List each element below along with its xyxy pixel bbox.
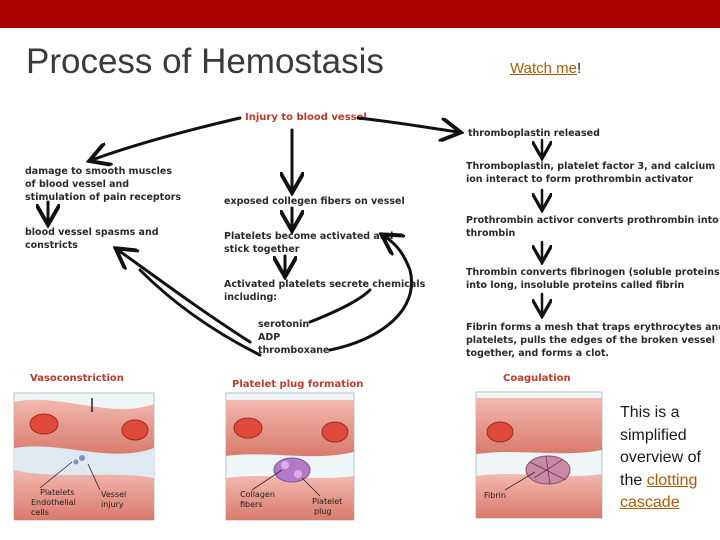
p1-label-injury: injury [101, 500, 124, 509]
secrete-line-2: including: [224, 292, 277, 303]
clotting-link[interactable]: clotting [646, 471, 698, 489]
injury-label: Injury to blood vessel [245, 112, 367, 123]
watch-me-suffix: ! [576, 60, 582, 77]
p2-label-collagen: Collagen [240, 490, 275, 499]
step2-line-1: Thromboplastin, platelet factor 3, and c… [466, 161, 715, 172]
p2-label-plug: plug [314, 507, 331, 516]
panel-coagulation-image [475, 391, 603, 519]
overview-note-text: This is a simplified overview of the [620, 404, 701, 489]
cascade-link[interactable]: cascade [620, 494, 680, 511]
step1-label: thromboplastin released [468, 128, 600, 139]
chemical-thromboxane: thromboxane [258, 345, 330, 356]
arrow-injury-to-damage [92, 116, 242, 160]
arrow-injury-to-thromboplastin [356, 116, 458, 132]
arrow-feedback-loop [328, 236, 413, 352]
step5-line-3: together, and forms a clot. [466, 348, 609, 359]
chemical-serotonin: serotonin [258, 319, 309, 330]
watch-me-link[interactable]: Watch me [510, 60, 577, 77]
step3-line-2: thrombin [466, 228, 515, 239]
step5-line-1: Fibrin forms a mesh that traps erythrocy… [466, 322, 720, 333]
p1-label-cells: cells [31, 508, 49, 517]
step2-line-2: ion interact to form prothrombin activat… [466, 174, 693, 185]
spasm-line-2: constricts [25, 240, 78, 251]
arrow-thromboxane-to-spasm [138, 268, 262, 357]
panel-plug-image [225, 392, 355, 521]
panel-plug-title: Platelet plug formation [232, 379, 363, 390]
watch-me-line: Watch me! [510, 60, 581, 77]
damage-line-3: stimulation of pain receptors [25, 192, 181, 203]
panel-vasoconstriction-image [13, 392, 155, 521]
page-title: Process of Hemostasis [26, 42, 384, 81]
secrete-line-1: Activated platelets secrete chemicals [224, 279, 426, 290]
damage-line-2: of blood vessel and [25, 179, 129, 190]
step4-line-1: Thrombin converts fibrinogen (soluble pr… [466, 267, 720, 278]
overview-note: This is a simplified overview of the clo… [620, 402, 718, 515]
p1-label-endothelial: Endothelial [31, 498, 76, 507]
arrow-feedback-inner [308, 288, 372, 324]
panel-coagulation-title: Coagulation [503, 373, 571, 384]
p2-label-fibers: fibers [240, 500, 263, 509]
activated-line-2: stick together [224, 244, 300, 255]
step4-line-2: into long, insoluble proteins called fib… [466, 280, 685, 291]
activated-line-1: Platelets become activated and [224, 231, 393, 242]
p1-label-platelets: Platelets [40, 488, 74, 497]
top-bar [0, 0, 720, 28]
damage-line-1: damage to smooth muscles [25, 166, 172, 177]
panel-vasoconstriction-title: Vasoconstriction [30, 373, 124, 384]
step3-line-1: Prothrombin activor converts prothrombin… [466, 215, 719, 226]
p2-label-platelet: Platelet [312, 497, 342, 506]
collagen-label: exposed collegen fibers on vessel [224, 196, 405, 207]
arrow-serotonin-to-spasm [118, 250, 252, 344]
chemical-adp: ADP [258, 332, 280, 343]
p3-label-fibrin: Fibrin [484, 491, 506, 500]
spasm-line-1: blood vessel spasms and [25, 227, 159, 238]
step5-line-2: platelets, pulls the edges of the broken… [466, 335, 715, 346]
p1-label-vessel: Vessel [101, 490, 126, 499]
